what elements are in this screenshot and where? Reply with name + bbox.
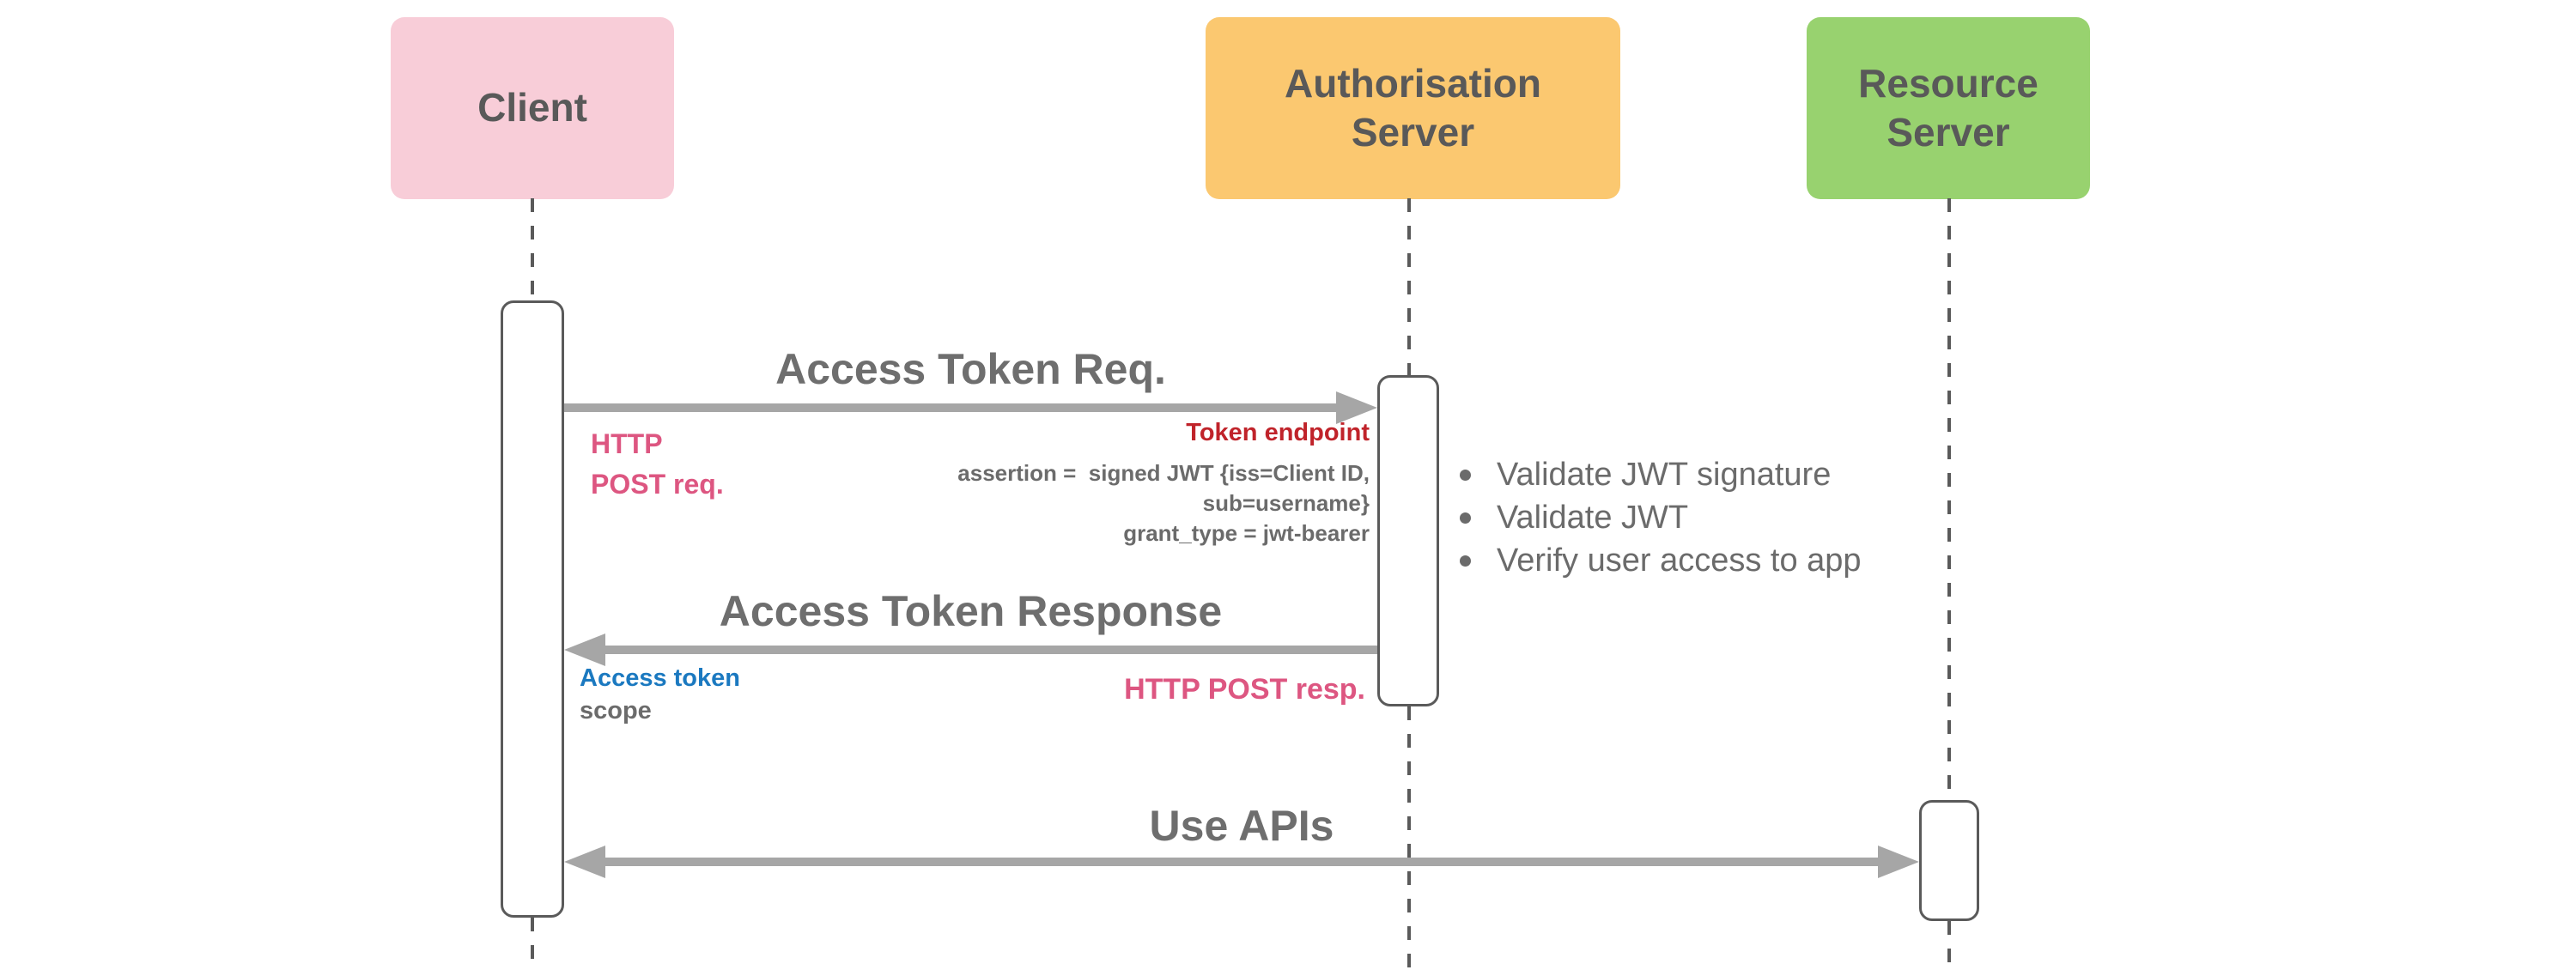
assertion-line-2: sub=username} (1202, 490, 1370, 516)
lifeline-authorisation-server-upper (1407, 198, 1411, 375)
arrow-access-token-req-shaft (564, 403, 1341, 412)
assertion-line-1: assertion = signed JWT {iss=Client ID, (957, 460, 1370, 486)
actor-label-resource-server: Resource Server (1858, 60, 2038, 155)
actor-label-authorisation-server: Authorisation Server (1285, 60, 1541, 155)
lifeline-authorisation-server-lower (1407, 706, 1411, 970)
arrow-left-icon (564, 634, 605, 666)
annotation-http-post-req: HTTP POST req. (591, 428, 724, 500)
actor-box-client: Client (391, 17, 674, 199)
annotation-access-token: Access token (580, 664, 740, 692)
annotation-scope: scope (580, 697, 652, 724)
arrow-left-icon (564, 846, 605, 878)
arrow-access-token-response-shaft (603, 646, 1377, 654)
lifeline-client-lower (531, 918, 534, 970)
bullet-icon (1460, 470, 1471, 481)
message-title-access-token-req: Access Token Req. (775, 345, 1166, 393)
annotation-assertion-params: assertion = signed JWT {iss=Client ID, s… (957, 458, 1370, 549)
message-title-access-token-response: Access Token Response (719, 587, 1223, 635)
bullet-icon (1460, 555, 1471, 567)
message-title-use-apis: Use APIs (1149, 802, 1334, 850)
activation-bar-resource-server (1919, 800, 1979, 921)
note-item-label: Validate JWT (1497, 500, 1689, 536)
activation-bar-authorisation-server (1377, 375, 1439, 706)
actor-label-client: Client (477, 85, 587, 130)
actor-box-resource-server: Resource Server (1807, 17, 2090, 199)
validation-note-list: Validate JWT signature Validate JWT Veri… (1460, 453, 1906, 582)
lifeline-resource-server-upper (1947, 198, 1951, 800)
lifeline-resource-server-lower (1947, 921, 1951, 970)
actor-box-authorisation-server: Authorisation Server (1206, 17, 1620, 199)
arrow-right-icon (1336, 391, 1377, 424)
lifeline-client-upper (531, 198, 534, 300)
arrow-use-apis-shaft (603, 858, 1883, 866)
annotation-http-post-resp: HTTP POST resp. (1124, 673, 1365, 706)
bullet-icon (1460, 512, 1471, 524)
list-item: Validate JWT signature (1460, 453, 1906, 496)
list-item: Validate JWT (1460, 496, 1906, 539)
assertion-line-3: grant_type = jwt-bearer (1123, 520, 1370, 546)
note-item-label: Verify user access to app (1497, 543, 1862, 579)
annotation-token-endpoint: Token endpoint (1186, 419, 1370, 446)
note-item-label: Validate JWT signature (1497, 457, 1832, 493)
list-item: Verify user access to app (1460, 539, 1906, 582)
arrow-right-icon (1878, 846, 1919, 878)
activation-bar-client (501, 300, 564, 918)
